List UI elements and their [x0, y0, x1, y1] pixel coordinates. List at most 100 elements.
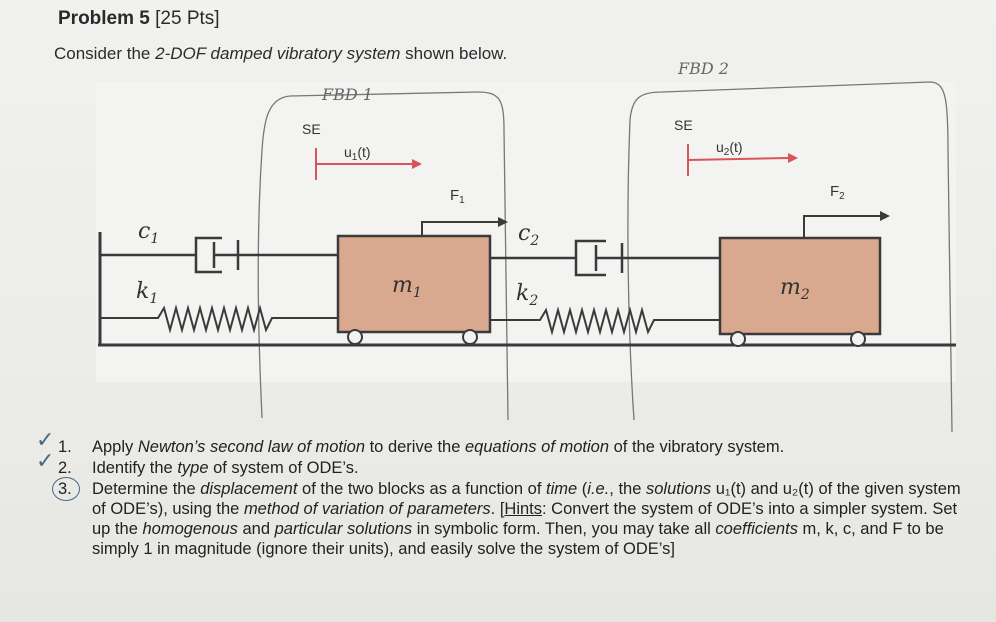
question-text-segment: of the vibratory system.: [609, 438, 785, 456]
u2-arrow-shaft: [687, 157, 789, 161]
question-text-segment: method of variation of parameters: [243, 500, 491, 518]
f2-symbol: F: [830, 183, 839, 200]
question-text-segment: u₁(t) and u₂(t) of the given system of O…: [92, 480, 961, 518]
question-text-segment: equations of motion: [465, 438, 610, 456]
f1-label: F1: [450, 187, 465, 206]
u2-subscript: 2: [724, 147, 730, 158]
problem-points: [25 Pts]: [155, 8, 220, 29]
f2-label: F2: [830, 183, 845, 202]
mass2-wheel-right: [850, 331, 866, 347]
damper-c1: [100, 236, 338, 274]
circled-number-mark: [52, 477, 80, 501]
u1-symbol: u: [344, 144, 352, 160]
question-text-segment: coefficients: [715, 520, 798, 538]
f1-symbol: F: [450, 187, 459, 204]
u2-time: (t): [729, 139, 742, 155]
question-text-segment: m, k, c, and F to be simply 1 in magnitu…: [92, 520, 944, 558]
u1-time: (t): [357, 144, 370, 160]
question-3-number: 3.: [58, 480, 72, 498]
k1-subscript: 1: [149, 291, 158, 307]
mass2-block: [718, 236, 882, 336]
c2-label: c2: [518, 221, 539, 249]
k2-label: k2: [516, 281, 538, 309]
question-3: 3. Determine the displacement of the two…: [52, 477, 968, 559]
m1-subscript: 1: [413, 285, 422, 301]
intro-sentence: Consider the 2-DOF damped vibratory syst…: [54, 44, 507, 64]
f2-arrow-head: [880, 211, 890, 221]
intro-prefix: Consider the: [54, 44, 156, 63]
question-text-segment: Apply: [92, 438, 138, 456]
damper-c2: [490, 239, 720, 277]
fbd1-label: FBD 1: [321, 85, 373, 104]
question-text-segment: , the: [609, 480, 646, 498]
c1-symbol: c: [138, 219, 150, 244]
question-text-segment: Determine the: [92, 480, 201, 498]
question-1: ✓ 1. Apply Newton’s second law of motion…: [36, 430, 968, 457]
m2-symbol: m: [780, 275, 801, 300]
mass1-wheel-left: [347, 329, 363, 345]
f2-subscript: 2: [839, 191, 845, 202]
u2-label: u2(t): [716, 139, 743, 158]
problem-label: Problem 5: [58, 8, 150, 29]
checkmark-icon: ✓: [36, 428, 55, 453]
c2-subscript: 2: [529, 233, 539, 249]
c1-label: c1: [138, 219, 159, 247]
question-3-text: Determine the displacement of the two bl…: [92, 480, 961, 558]
question-text-segment: particular solutions: [274, 520, 413, 538]
f1-arrow-shaft: [421, 221, 498, 236]
question-text-segment: and: [237, 520, 275, 538]
question-1-number: 1.: [58, 438, 72, 456]
question-text-segment: homogenous: [142, 520, 238, 538]
m2-label: m2: [780, 275, 810, 303]
question-text-segment: (: [577, 480, 588, 498]
fbd1-outline: [257, 91, 509, 421]
mass1-block: [336, 234, 492, 334]
spring-k1: [100, 304, 338, 334]
u1-label: u1(t): [344, 144, 371, 163]
f1-subscript: 1: [459, 195, 465, 206]
question-text-segment: to derive the: [365, 438, 465, 456]
u1-subscript: 1: [352, 152, 358, 163]
question-text-segment: Identify the: [92, 459, 178, 477]
question-text-segment: of the two blocks as a function of: [297, 480, 547, 498]
question-2-text: Identify the type of system of ODE’s.: [92, 459, 359, 477]
f2-arrow-shaft: [803, 215, 880, 238]
question-text-segment: Newton’s second law of motion: [137, 438, 366, 456]
fbd2-label: FBD 2: [677, 59, 729, 78]
problem-title: Problem 5 [25 Pts]: [58, 8, 220, 30]
f1-arrow-head: [498, 217, 508, 227]
k2-symbol: k: [516, 281, 529, 306]
k1-label: k1: [136, 279, 158, 307]
question-text-segment: . [: [490, 500, 505, 518]
c2-symbol: c: [518, 221, 530, 246]
se2-label: SE: [674, 117, 693, 133]
mass2-wheel-left: [730, 331, 746, 347]
mass1-wheel-right: [462, 329, 478, 345]
question-text-segment: type: [177, 459, 209, 477]
intro-system-name: 2-DOF damped vibratory system: [155, 44, 401, 63]
c1-subscript: 1: [150, 231, 159, 247]
question-list: ✓ 1. Apply Newton’s second law of motion…: [36, 430, 968, 560]
u2-arrow-head: [788, 153, 798, 163]
spring-k2: [490, 306, 720, 336]
intro-suffix: shown below.: [400, 44, 508, 63]
question-text-segment: time: [546, 480, 578, 498]
question-text-segment: displacement: [200, 480, 298, 498]
checkmark-icon: ✓: [36, 449, 55, 474]
se1-label: SE: [302, 121, 321, 137]
fbd2-outline: [627, 81, 953, 433]
question-text-segment: solutions: [646, 480, 712, 498]
question-1-text: Apply Newton’s second law of motion to d…: [92, 438, 784, 456]
question-text-segment: i.e.: [587, 480, 610, 498]
m1-symbol: m: [392, 273, 413, 298]
u1-arrow-head: [412, 159, 422, 169]
question-text-segment: : Convert the system of ODE’s into a sim…: [92, 500, 958, 538]
m2-subscript: 2: [800, 287, 810, 303]
k2-subscript: 2: [528, 293, 538, 309]
question-text-segment: in symbolic form. Then, you may take all: [412, 520, 716, 538]
u2-symbol: u: [716, 139, 724, 155]
question-text-segment: of system of ODE’s.: [208, 459, 359, 477]
question-2: ✓ 2. Identify the type of system of ODE’…: [36, 451, 968, 478]
